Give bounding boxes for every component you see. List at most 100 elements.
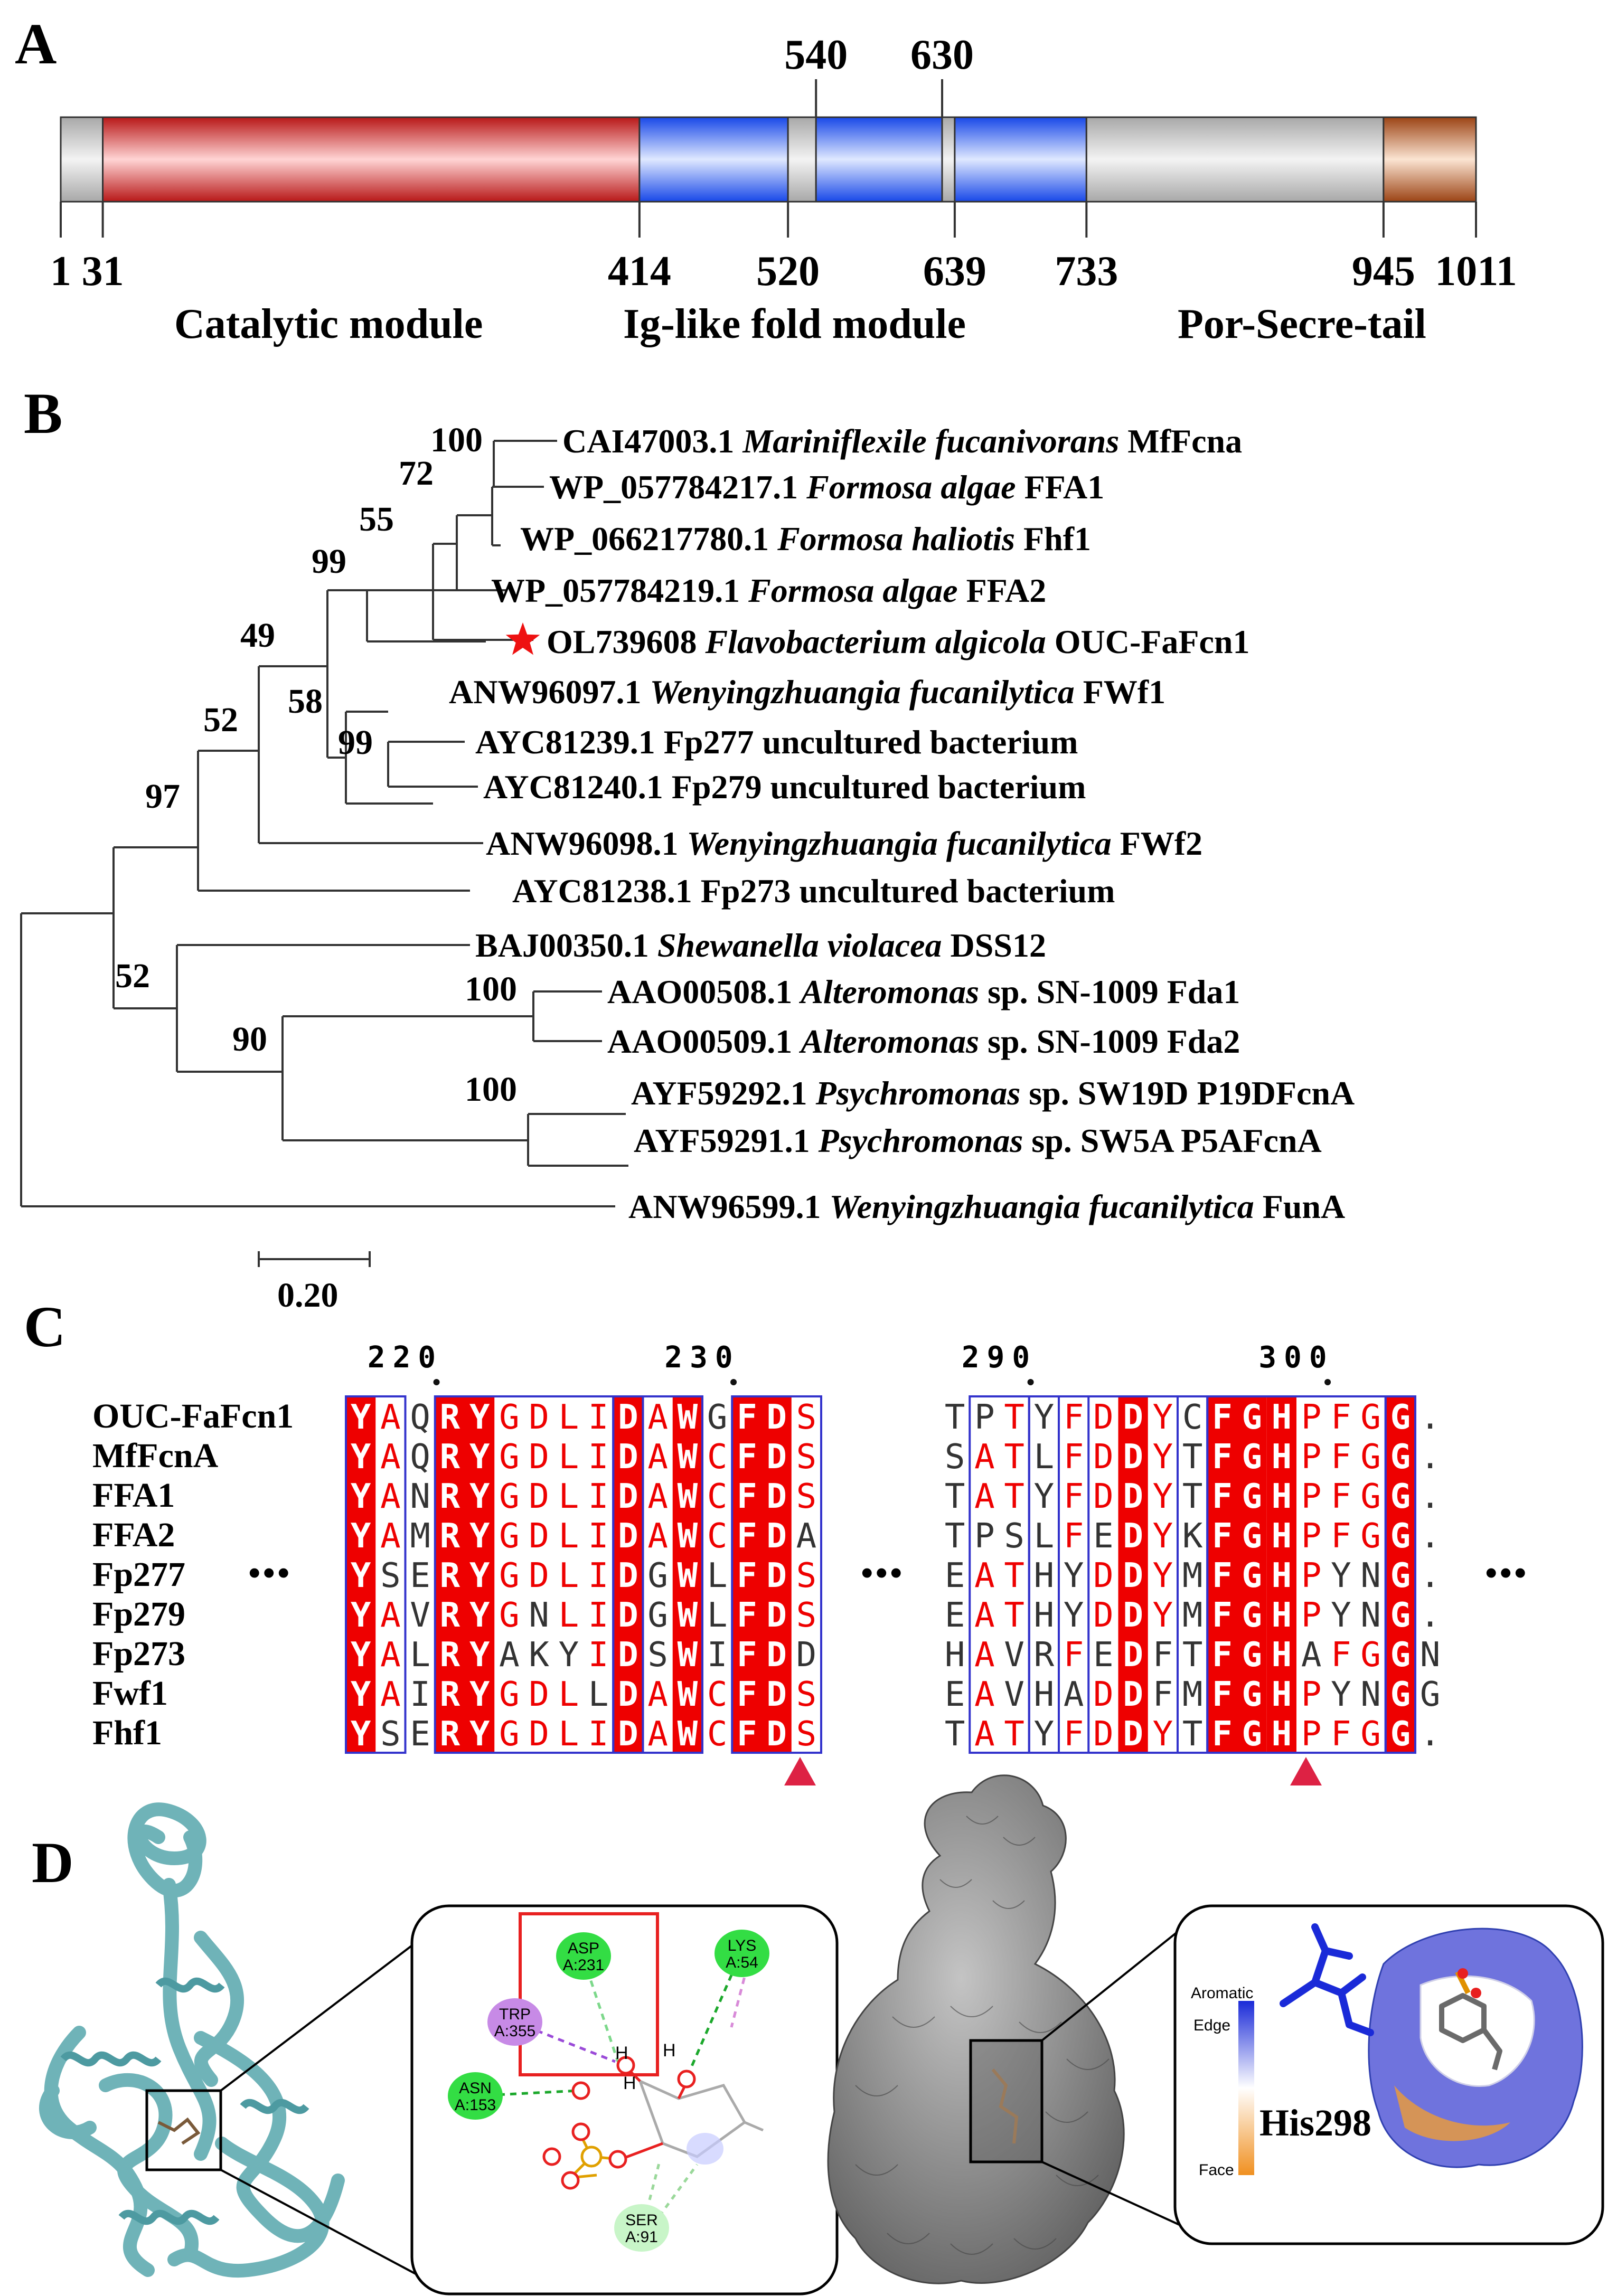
position-label: 630 xyxy=(910,32,974,78)
protein-ribbon xyxy=(39,1802,345,2278)
taxon-species: Formosa algae xyxy=(748,572,957,609)
taxon-species: Psychromonas xyxy=(815,1074,1021,1112)
taxon-label: AAO00509.1 Alteromonas sp. SN-1009 Fda2 xyxy=(607,1023,1240,1060)
residue-id: A:231 xyxy=(563,1957,604,1974)
module-labels: Catalytic module Ig-like fold module Por… xyxy=(174,301,1426,347)
scale-bar-label: 0.20 xyxy=(277,1276,339,1315)
residue-node xyxy=(556,1932,611,1980)
taxon-accession: BAJ00350.1 xyxy=(475,927,657,964)
taxon-gene: DSS12 xyxy=(951,927,1046,964)
atom-label: H xyxy=(623,2073,636,2093)
legend-title: Aromatic xyxy=(1191,1985,1253,2002)
taxon-accession: WP_057784217.1 xyxy=(549,468,806,506)
ellipsis-middle: ... xyxy=(860,1525,904,1590)
ellipsis-left: ... xyxy=(247,1525,291,1590)
taxon-species: Alteromonas xyxy=(798,1023,979,1060)
taxon-gene: FFA2 xyxy=(966,572,1047,609)
ellipsis-right: ... xyxy=(1484,1525,1528,1590)
alignment-sequence-name: FFA2 xyxy=(92,1516,175,1554)
taxon-species: Wenyingzhuangia fucanilytica xyxy=(650,673,1074,711)
taxon-gene: FFA1 xyxy=(1024,468,1105,506)
taxon-gene: sp. SN-1009 Fda2 xyxy=(988,1023,1240,1060)
taxon-label: AYC81240.1 Fp279 uncultured bacterium xyxy=(483,768,1086,806)
panel-label-c: C xyxy=(24,1295,65,1359)
residue-name: LYS xyxy=(728,1937,756,1954)
taxon-label: WP_066217780.1 Formosa haliotis Fhf1 xyxy=(520,520,1091,558)
bootstrap-value: 72 xyxy=(399,454,434,493)
position-label: 733 xyxy=(1055,248,1118,295)
position-label: 1011 xyxy=(1435,248,1517,295)
domain-segment-linker xyxy=(941,116,956,203)
ruler-tick xyxy=(1324,1379,1331,1385)
residue-name: ASN xyxy=(459,2080,492,2097)
domain-segment-ig xyxy=(638,116,789,203)
position-label: 945 xyxy=(1352,248,1415,295)
domain-segment-linker xyxy=(60,116,104,203)
bootstrap-value: 90 xyxy=(232,1020,267,1059)
aromatic-legend-labels: Aromatic Edge Face xyxy=(1191,1985,1253,2179)
taxon-species: Formosa haliotis xyxy=(777,520,1015,558)
taxon-label: OL739608 Flavobacterium algicola OUC-FaF… xyxy=(547,623,1249,660)
conserved-column xyxy=(435,1396,465,1753)
conserved-column xyxy=(346,1396,376,1753)
bootstrap-value: 99 xyxy=(338,723,373,762)
taxon-label: CAI47003.1 Mariniflexile fucanivorans Mf… xyxy=(562,422,1242,460)
domain-segment-ig xyxy=(815,116,943,203)
conserved-column xyxy=(672,1396,702,1753)
taxon-label: ANW96599.1 Wenyingzhuangia fucanilytica … xyxy=(628,1188,1345,1225)
taxon-accession: AYC81239.1 xyxy=(475,723,664,761)
alignment-sequence-name: Fwf1 xyxy=(92,1674,168,1713)
residue-node xyxy=(614,2204,669,2252)
bootstrap-value: 100 xyxy=(430,421,483,459)
active-site-marker-asp231 xyxy=(784,1757,816,1785)
residue-node xyxy=(448,2072,503,2120)
taxon-accession: AYC81238.1 xyxy=(512,872,701,910)
taxon-accession: AYC81240.1 xyxy=(483,768,672,806)
phylogenetic-tree xyxy=(20,440,628,1207)
taxon-label: AYF59291.1 Psychromonas sp. SW5A P5AFcnA xyxy=(634,1122,1322,1159)
asp231-highlight-box xyxy=(519,1912,659,2076)
ig-module-label: Ig-like fold module xyxy=(623,301,966,347)
taxon-gene: sp. SN-1009 Fda1 xyxy=(988,973,1240,1010)
ruler-position: 230 xyxy=(664,1340,740,1375)
atom-label: H xyxy=(615,2043,628,2063)
bootstrap-value: 97 xyxy=(145,777,180,816)
taxon-label: AYF59292.1 Psychromonas sp. SW19D P19DFc… xyxy=(631,1074,1355,1112)
taxon-accession: ANW96098.1 xyxy=(486,825,687,862)
ligand-in-pocket xyxy=(157,2117,201,2145)
zoom-lines-left xyxy=(220,1936,439,2287)
conserved-column xyxy=(465,1396,495,1753)
taxon-label: ANW96097.1 Wenyingzhuangia fucanilytica … xyxy=(449,673,1165,711)
taxon-accession: AAO00508.1 xyxy=(607,973,801,1010)
residue-id: A:153 xyxy=(455,2096,496,2114)
ruler-tick xyxy=(730,1379,737,1385)
taxon-accession: AYF59291.1 xyxy=(634,1122,819,1159)
taxon-label: AYC81238.1 Fp273 uncultured bacterium xyxy=(512,872,1115,910)
taxon-species: Shewanella violacea xyxy=(657,927,942,964)
surface-pocket-box xyxy=(969,2039,1043,2163)
alignment-sequence-name: Fhf1 xyxy=(92,1714,162,1752)
bootstrap-value: 52 xyxy=(203,701,238,739)
taxon-gene: OUC-FaFcn1 xyxy=(1055,623,1250,660)
residue-name: SER xyxy=(625,2212,658,2229)
taxon-accession: AAO00509.1 xyxy=(607,1023,801,1060)
taxon-species: Wenyingzhuangia fucanilytica xyxy=(687,825,1111,862)
domain-segment-linker xyxy=(787,116,817,203)
alignment-sequence-name: OUC-FaFcn1 xyxy=(92,1397,294,1435)
similarity-box xyxy=(345,1395,407,1754)
taxon-gene: FunA xyxy=(1263,1188,1346,1225)
